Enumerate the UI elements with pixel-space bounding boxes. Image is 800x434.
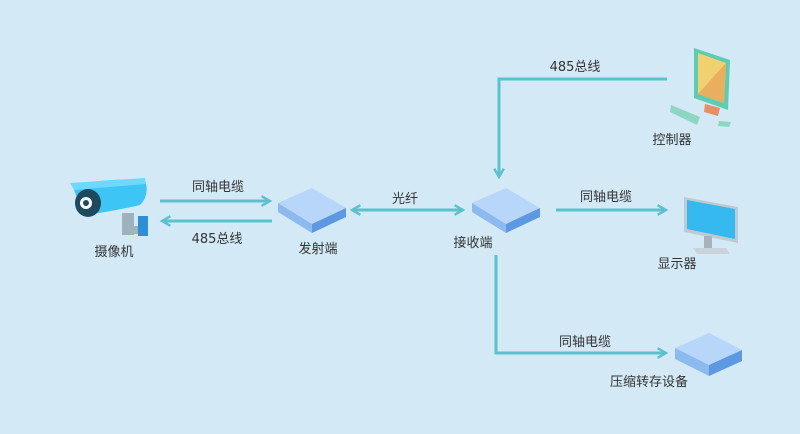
link-label-485: 485总线	[192, 232, 243, 247]
computer-icon	[670, 48, 731, 127]
storage-device-icon	[675, 333, 742, 376]
display-label: 显示器	[657, 257, 696, 272]
receiver-label: 接收端	[453, 235, 492, 251]
link-label-coax-display: 同轴电缆	[580, 189, 632, 205]
bus-arrow-controller-to-rx	[493, 77, 667, 180]
camera-icon	[70, 178, 148, 236]
storage-label: 压缩转存设备	[610, 374, 688, 390]
link-label-coax: 同轴电缆	[192, 179, 244, 195]
controller-label: 控制器	[652, 133, 691, 148]
link-label-fiber: 光纤	[392, 192, 418, 207]
coax-arrow-rx-to-storage	[494, 255, 669, 359]
link-label-485-controller: 485总线	[550, 60, 601, 75]
link-label-coax-storage: 同轴电缆	[559, 334, 611, 350]
camera-label: 摄像机	[94, 245, 133, 260]
monitor-icon	[684, 197, 738, 254]
transmitter-device-icon	[278, 188, 346, 233]
transmitter-label: 发射端	[298, 241, 337, 257]
receiver-device-icon	[472, 188, 540, 233]
